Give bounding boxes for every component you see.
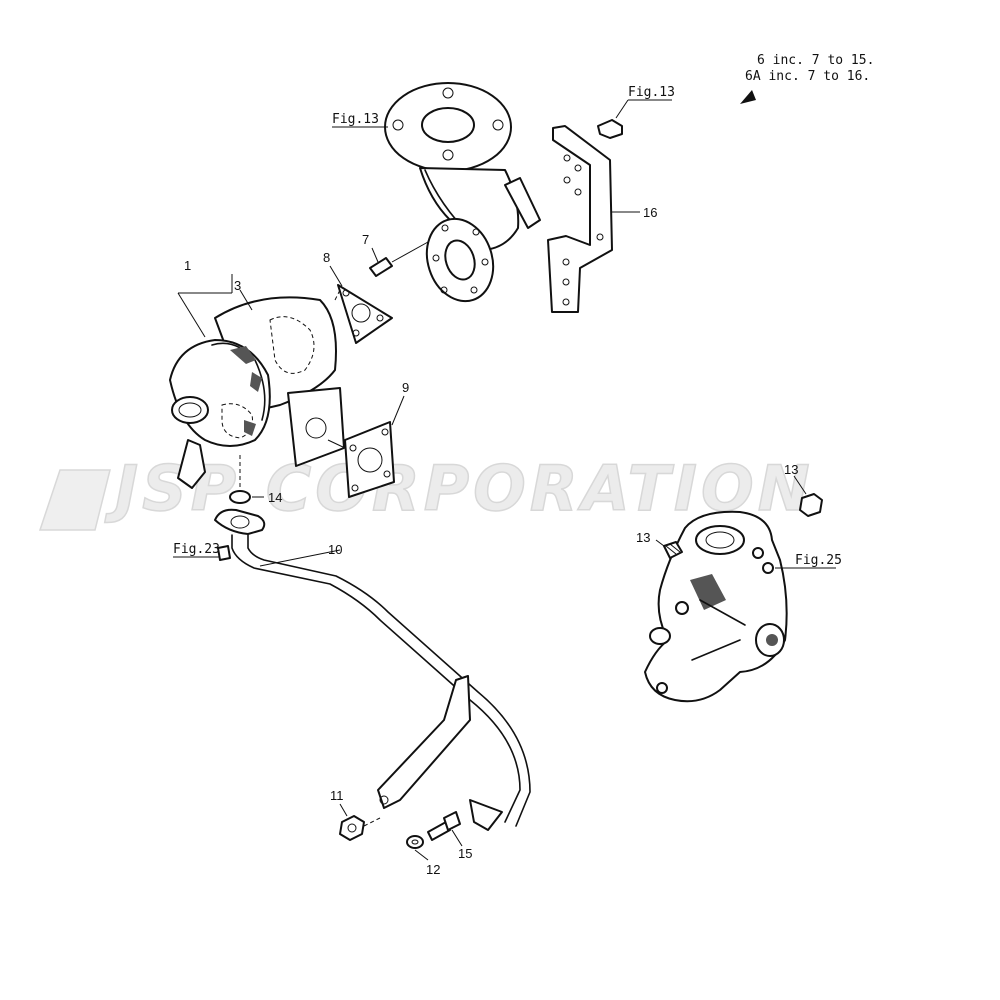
callout-13-left: 13 — [636, 530, 650, 545]
plug-part-13-left[interactable] — [655, 539, 683, 559]
gasket-part-8[interactable] — [329, 265, 393, 344]
note-line-1: 6 inc. 7 to 15. — [757, 53, 874, 68]
exhaust-elbow[interactable] — [384, 82, 541, 310]
applicability-note: 6 inc. 7 to 15. 6A inc. 7 to 16. — [740, 53, 874, 104]
callout-16: 16 — [643, 205, 657, 220]
callout-8: 8 — [323, 250, 330, 265]
water-pump-housing[interactable] — [644, 510, 788, 703]
washer-part-12[interactable] — [406, 835, 429, 861]
fig-25-label[interactable]: Fig.25 — [795, 553, 842, 568]
callout-9: 9 — [402, 380, 409, 395]
o-ring-part-14[interactable] — [229, 455, 264, 504]
gasket-part-9[interactable] — [327, 395, 405, 498]
callout-1: 1 — [184, 258, 191, 273]
note-arrow-icon — [740, 90, 756, 104]
fig-13-exhaust-ref[interactable]: Fig.13 — [332, 112, 388, 128]
fig-25-ref[interactable]: Fig.25 — [775, 553, 842, 569]
callout-15: 15 — [458, 846, 472, 861]
fig-13-label[interactable]: Fig.13 — [332, 112, 379, 127]
fig-13-bolt-label[interactable]: Fig.13 — [628, 85, 675, 100]
pipe-clamp-bracket[interactable] — [377, 675, 471, 809]
callout-12: 12 — [426, 862, 440, 877]
nut-part-11[interactable] — [339, 803, 381, 841]
fig-23-ref[interactable]: Fig.23 — [173, 542, 231, 561]
stud-part-7[interactable] — [369, 241, 429, 277]
callout-13-top: 13 — [784, 462, 798, 477]
bolt-part-15[interactable] — [427, 811, 463, 847]
callout-11: 11 — [330, 788, 344, 803]
callout-10: 10 — [328, 542, 342, 557]
plug-part-13-top[interactable] — [793, 475, 823, 517]
fig-23-label[interactable]: Fig.23 — [173, 542, 220, 557]
oil-pipe-part-10[interactable] — [214, 508, 531, 831]
callout-7: 7 — [362, 232, 369, 247]
callout-3: 3 — [234, 278, 241, 293]
bracket-part-16[interactable] — [547, 125, 640, 313]
note-line-2: 6A inc. 7 to 16. — [745, 69, 870, 84]
callout-14: 14 — [268, 490, 282, 505]
turbocharger-assembly-part-1[interactable] — [169, 274, 345, 489]
fig-13-bolt-ref[interactable]: Fig.13 — [597, 85, 675, 139]
